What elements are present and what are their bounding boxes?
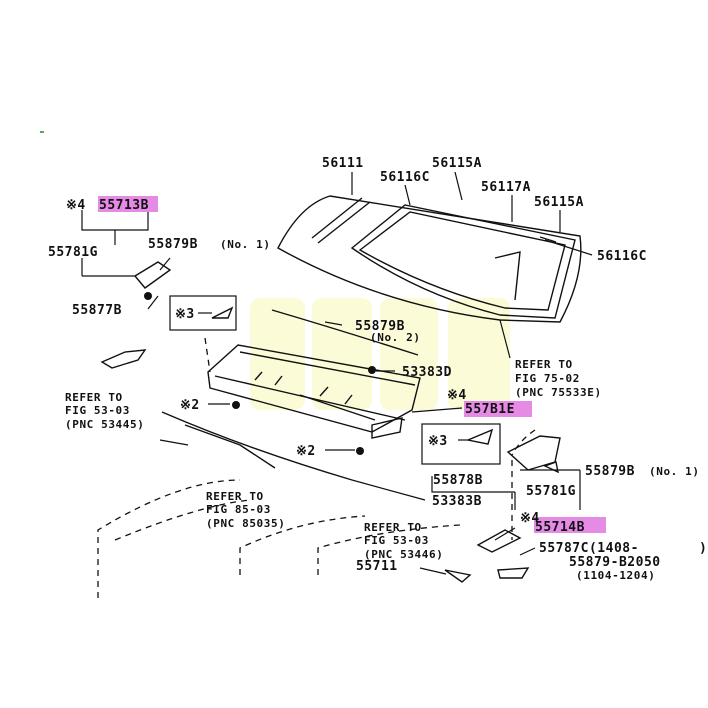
label-no1-left: (No. 1)	[220, 238, 271, 251]
label-55879-b2050: 55879-B2050	[569, 555, 661, 570]
label-refer-53b-line3: (PNC 53446)	[364, 548, 443, 561]
label-53383b: 53383B	[432, 494, 482, 509]
label-mark4-bottom: ※4	[520, 511, 540, 526]
label-55781g-right: 55781G	[526, 484, 576, 499]
label-55787c: 55787C(1408-	[539, 541, 639, 556]
label-mark3-right: ※3	[428, 434, 448, 449]
label-55711: 55711	[356, 559, 398, 574]
label-55879b-no1-left: 55879B	[148, 237, 198, 252]
label-refer-85-line1: REFER TO	[206, 490, 264, 503]
label-refer-85-line2: FIG 85-03	[206, 503, 271, 516]
hood-outline-dashed	[97, 337, 536, 598]
highlight-55714b	[534, 517, 606, 533]
label-55878b: 55878B	[433, 473, 483, 488]
label-mark3-left: ※3	[175, 307, 195, 322]
label-refer-53b-line2: FIG 53-03	[364, 534, 429, 547]
label-53383d: 53383D	[402, 365, 452, 380]
label-55787c-close: )	[699, 541, 707, 556]
seal-strip-lower	[184, 424, 276, 469]
label-55781g-left: 55781G	[48, 245, 98, 260]
label-56115a-right: 56115A	[534, 195, 584, 210]
label-56116c-right: 56116C	[597, 249, 647, 264]
weatherstrip-55879b-no2	[271, 309, 419, 356]
label-mark2-b: ※2	[296, 444, 316, 459]
label-refer-53a-line1: REFER TO	[65, 391, 123, 404]
label-refer-53b-line1: REFER TO	[364, 521, 422, 534]
label-refer-75-line1: REFER TO	[515, 358, 573, 371]
label-refer-85-line3: (PNC 85035)	[206, 517, 285, 530]
label-55879-b2050-dates: (1104-1204)	[576, 569, 655, 582]
highlight-55713b	[98, 196, 158, 212]
leader-lines	[81, 171, 593, 575]
label-no2: (No. 2)	[370, 331, 421, 344]
label-55877b: 55877B	[72, 303, 122, 318]
detail-box-left	[169, 295, 237, 331]
label-56117a: 56117A	[481, 180, 531, 195]
side-cover-right	[444, 428, 561, 583]
side-cover-left	[100, 261, 376, 455]
seal-strip-53383b	[161, 411, 353, 481]
label-55879b-no1-right: 55879B	[585, 464, 635, 479]
label-557b1e: 557B1E	[465, 402, 515, 417]
label-56115a-top: 56115A	[432, 156, 482, 171]
highlight-557b1e	[464, 401, 532, 417]
label-mark2-a: ※2	[180, 398, 200, 413]
label-55714b: 55714B	[535, 520, 585, 535]
windshield-glass	[277, 195, 582, 323]
label-56116c-top: 56116C	[380, 170, 430, 185]
label-55879b-no2: 55879B	[355, 319, 405, 334]
label-refer-75-line3: (PNC 75533E)	[515, 386, 602, 399]
label-refer-53a-line2: FIG 53-03	[65, 404, 130, 417]
label-refer-53a-line3: (PNC 53445)	[65, 418, 144, 431]
label-56111: 56111	[322, 156, 364, 171]
cowl-top-panel	[207, 344, 421, 439]
label-no1-right: (No. 1)	[649, 465, 700, 478]
label-refer-75-line2: FIG 75-02	[515, 372, 580, 385]
label-55713b: 55713B	[99, 198, 149, 213]
detail-box-right	[421, 423, 501, 465]
label-mark4-mid: ※4	[447, 388, 467, 403]
label-mark4-left: ※4	[66, 198, 86, 213]
